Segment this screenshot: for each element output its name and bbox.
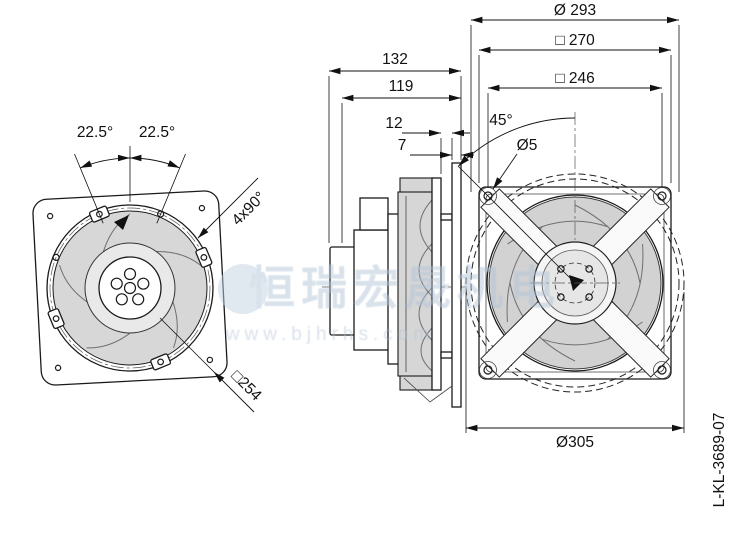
watermark: 恒瑞宏晟机电 www.bjhrhs.com (218, 262, 561, 345)
front-circle-305 (465, 173, 685, 393)
side-motor-cap (359, 197, 389, 231)
drawing-code: L-KL-3689-07 (711, 413, 728, 508)
front-hub-holes (557, 265, 593, 301)
rear-rotation-arrow (114, 215, 129, 230)
dim-rear-angle-right: 22.5° (139, 124, 175, 141)
dim-front-hole-square: □ 246 (555, 70, 595, 87)
rear-bolt-circle (49, 207, 211, 369)
side-view: 132 119 12 7 (322, 51, 474, 408)
dim-side-plate-thickness: 7 (398, 137, 407, 154)
dim-front-ring-dia: Ø305 (556, 434, 594, 451)
dim-rear-square: □254 (228, 367, 265, 404)
front-45-line (457, 165, 576, 284)
watermark-logo (218, 264, 268, 314)
side-bracket-top (440, 213, 453, 221)
dim-front-outer-square: □ 270 (555, 32, 595, 49)
dim-front-hole-dia: Ø5 (517, 137, 538, 154)
watermark-url: www.bjhrhs.com (225, 324, 434, 345)
side-wall-plate (451, 162, 462, 408)
dim-front-circle-dia: Ø 293 (554, 2, 596, 19)
rear-view: 22.5° 22.5° 4x90° □254 (32, 124, 269, 413)
dim-side-body-depth: 119 (389, 78, 414, 95)
front-dimensions: Ø 293 □ 270 □ 246 45° Ø5 Ø305 (457, 2, 685, 451)
rear-terminal-plug (110, 267, 150, 306)
dim-side-ring-offset: 12 (385, 115, 402, 132)
side-impeller-blades (405, 195, 437, 375)
side-inlet-ring (431, 177, 442, 391)
side-bracket-bottom (440, 351, 453, 359)
front-hub-bolt-circle (554, 262, 596, 304)
side-lower-strut (403, 377, 453, 403)
rear-angle-dimensions: 22.5° 22.5° (74, 124, 186, 224)
dim-front-corner-angle: 45° (489, 112, 512, 129)
watermark-text: 恒瑞宏晟机电 (249, 262, 561, 314)
dim-rear-hole-pattern: 4x90° (229, 189, 269, 229)
dim-side-total-depth: 132 (382, 51, 408, 68)
front-view: Ø 293 □ 270 □ 246 45° Ø5 Ø305 (457, 2, 685, 451)
dim-rear-angle-left: 22.5° (77, 124, 113, 141)
rear-hub (98, 256, 162, 320)
side-dimensions: 132 119 12 7 (328, 51, 474, 243)
